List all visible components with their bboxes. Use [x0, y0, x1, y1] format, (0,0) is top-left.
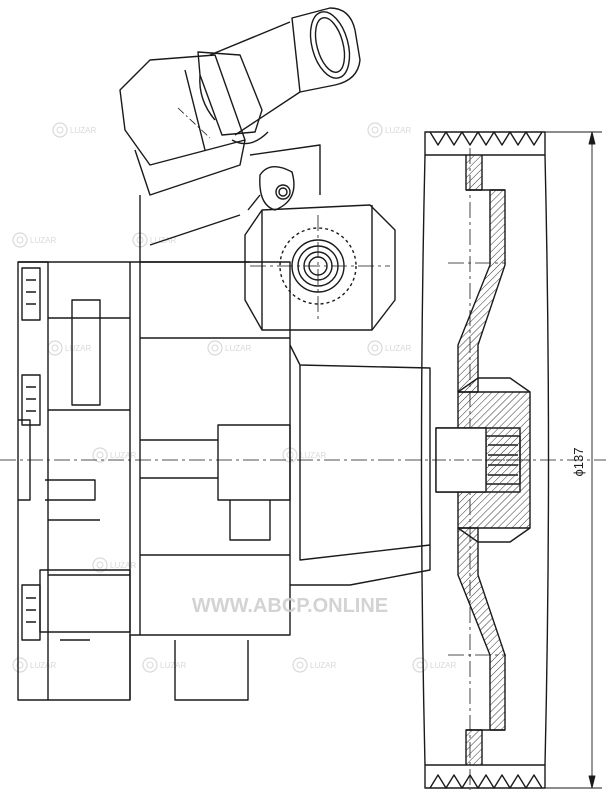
watermark-logo-text: LUZAR: [70, 126, 96, 135]
watermark-logo-text: LUZAR: [225, 344, 251, 353]
diameter-label: ϕ137: [571, 448, 586, 477]
shaft-hub: [435, 377, 531, 543]
watermark-logo-text: LUZAR: [385, 126, 411, 135]
watermark-logo-text: LUZAR: [30, 236, 56, 245]
watermark-logo-text: LUZAR: [430, 661, 456, 670]
watermark-logo-text: LUZAR: [110, 561, 136, 570]
watermark-logo-text: LUZAR: [385, 344, 411, 353]
inlet-fitting: [119, 7, 361, 196]
mid-boss: [140, 424, 291, 541]
pulley: [420, 131, 550, 789]
outlet-fitting: [244, 204, 396, 331]
watermark-logo-text: LUZAR: [310, 661, 336, 670]
watermark-logo-text: LUZAR: [160, 661, 186, 670]
watermark-logos: LUZAR LUZAR LUZAR LUZAR LUZAR LUZAR LUZA…: [12, 122, 456, 673]
dimension-line: [545, 131, 602, 789]
watermark-url: WWW.ABCP.ONLINE: [192, 595, 388, 617]
watermark-logo-text: LUZAR: [30, 661, 56, 670]
side-fasteners: [21, 267, 41, 641]
watermark-logo-text: LUZAR: [65, 344, 91, 353]
pump-body: [17, 261, 431, 701]
watermark-logo-text: LUZAR: [300, 451, 326, 460]
watermark-logo-text: LUZAR: [110, 451, 136, 460]
line-work: [0, 7, 606, 790]
